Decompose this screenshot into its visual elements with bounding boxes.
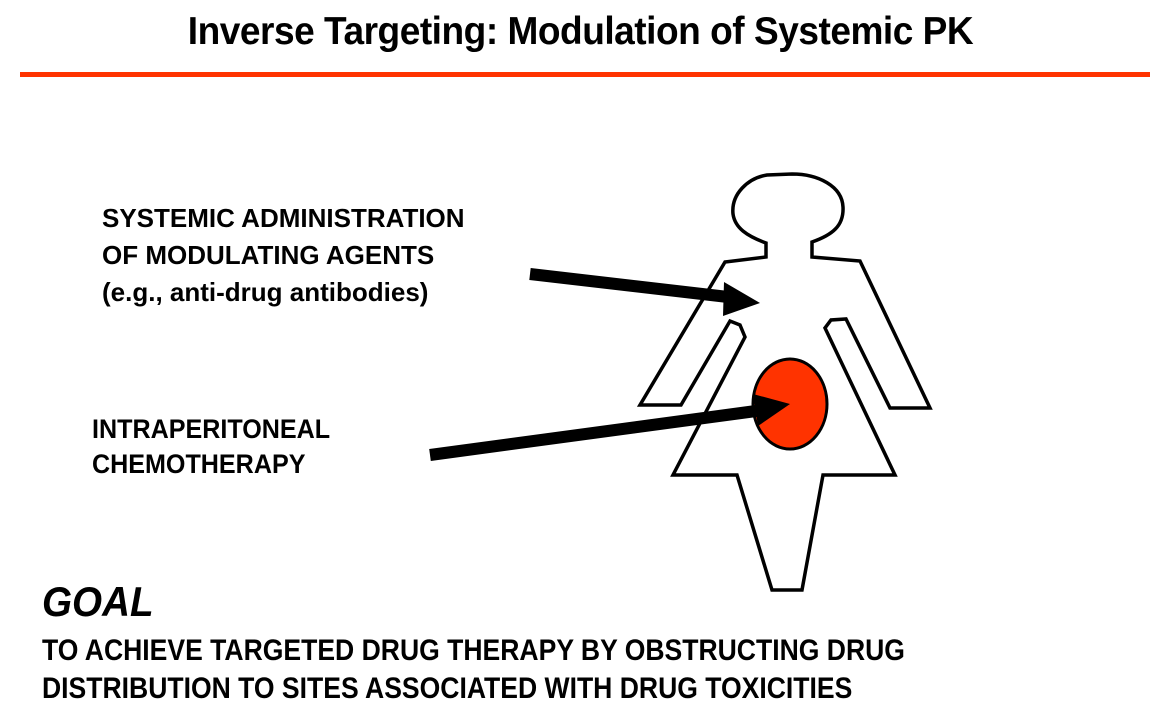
goal-line-1: TO ACHIEVE TARGETED DRUG THERAPY BY OBST…	[42, 634, 905, 667]
slide-title: Inverse Targeting: Modulation of Systemi…	[187, 10, 974, 53]
systemic-administration-label: SYSTEMIC ADMINISTRATION OF MODULATING AG…	[102, 200, 465, 311]
title-divider	[20, 72, 1150, 77]
ip-label-line-1: INTRAPERITONEAL	[92, 414, 331, 444]
systemic-label-line-2: OF MODULATING AGENTS	[102, 240, 435, 270]
ip-arrow-head	[753, 394, 790, 426]
ip-label-line-2: CHEMOTHERAPY	[92, 449, 306, 479]
systemic-arrow-shaft	[529, 268, 729, 303]
ip-arrow-shaft	[429, 405, 757, 461]
goal-line-2: DISTRIBUTION TO SITES ASSOCIATED WITH DR…	[42, 672, 853, 705]
systemic-label-line-3: (e.g., anti-drug antibodies)	[102, 277, 429, 307]
goal-heading: GOAL	[42, 578, 154, 625]
intraperitoneal-chemotherapy-label: INTRAPERITONEAL CHEMOTHERAPY	[92, 412, 330, 482]
goal-statement: TO ACHIEVE TARGETED DRUG THERAPY BY OBST…	[42, 632, 905, 708]
systemic-arrow-head	[723, 282, 760, 316]
systemic-label-line-1: SYSTEMIC ADMINISTRATION	[102, 203, 465, 233]
